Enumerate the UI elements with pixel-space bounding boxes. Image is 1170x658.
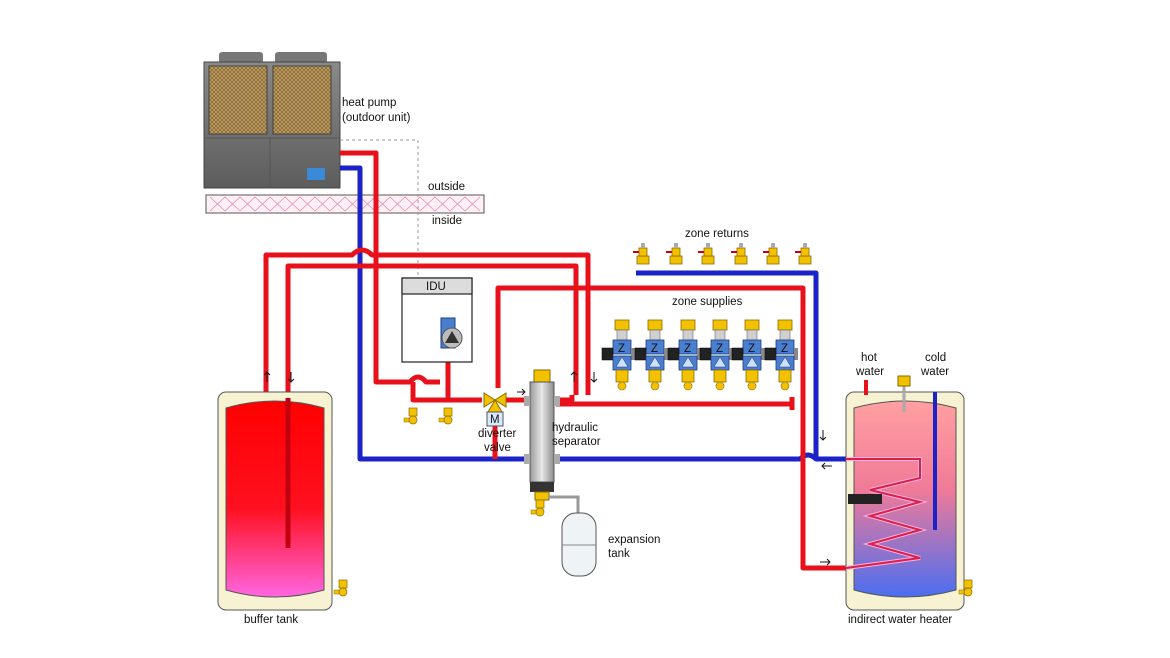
zone-return-valve bbox=[665, 242, 683, 265]
zone-return-valve bbox=[632, 242, 650, 265]
exterior-wall bbox=[205, 194, 485, 214]
svg-text:Z: Z bbox=[684, 343, 691, 355]
zone-supply-loop-pipe bbox=[495, 285, 806, 459]
svg-text:(outdoor unit): (outdoor unit) bbox=[342, 112, 411, 124]
separator-drain-valve bbox=[530, 499, 545, 517]
svg-text:Z: Z bbox=[781, 343, 788, 355]
hydraulic-separator bbox=[524, 369, 560, 501]
control-wire bbox=[340, 139, 419, 278]
flow-arrows bbox=[263, 371, 832, 566]
hydraulic-separator-label: hydraulic separator bbox=[552, 422, 601, 448]
expansion-tank-label: expansion tank bbox=[608, 534, 660, 560]
svg-text:cold: cold bbox=[925, 352, 946, 364]
hot-water-label: hot water bbox=[855, 352, 884, 378]
svg-text:Z: Z bbox=[618, 343, 625, 355]
svg-text:hydraulic: hydraulic bbox=[552, 422, 598, 434]
svg-text:valve: valve bbox=[484, 442, 511, 454]
svg-text:water: water bbox=[920, 366, 949, 378]
buffer-tank-supply-pipe bbox=[263, 247, 591, 395]
zone-return-header-pipe bbox=[636, 270, 846, 462]
svg-text:Z: Z bbox=[748, 343, 755, 355]
buffer-tank-drain-valve bbox=[333, 579, 348, 597]
cold-water-label: cold water bbox=[920, 352, 949, 378]
diverter-valve: M bbox=[483, 392, 507, 427]
indirect-water-heater-label: indirect water heater bbox=[848, 614, 952, 626]
indoor-unit-idu: IDU bbox=[401, 277, 473, 363]
zone-returns-label: zone returns bbox=[685, 228, 749, 240]
heat-pump-supply-pipe bbox=[340, 150, 440, 385]
svg-text:Z: Z bbox=[651, 343, 658, 355]
zone-return-valve bbox=[794, 242, 812, 265]
heat-pump-return-pipe bbox=[340, 165, 527, 462]
zone-return-valve bbox=[762, 242, 780, 265]
zone-return-valve bbox=[730, 242, 748, 265]
idu-drain-valve-right bbox=[438, 407, 453, 425]
diverter-motor-label: M bbox=[490, 414, 500, 426]
svg-text:expansion: expansion bbox=[608, 534, 660, 546]
idu-bypass-pipe bbox=[410, 382, 448, 403]
svg-text:water: water bbox=[855, 366, 884, 378]
svg-text:heat pump: heat pump bbox=[342, 97, 396, 109]
buffer-tank bbox=[217, 391, 333, 611]
outside-label: outside bbox=[428, 181, 465, 193]
svg-text:Z: Z bbox=[716, 343, 723, 355]
heat-pump-label: heat pump (outdoor unit) bbox=[342, 97, 411, 124]
idu-drain-valve-left bbox=[403, 407, 418, 425]
idu-label: IDU bbox=[426, 281, 446, 293]
zone-supplies-label: zone supplies bbox=[672, 296, 743, 308]
buffer-tank-label: buffer tank bbox=[244, 614, 298, 626]
zone-return-valves bbox=[632, 242, 812, 265]
zone-return-valve bbox=[697, 242, 715, 265]
svg-text:separator: separator bbox=[552, 436, 601, 448]
zone-supply-valves: Z Z Z Z Z Z bbox=[601, 319, 799, 391]
svg-text:tank: tank bbox=[608, 548, 630, 560]
idu-circulator bbox=[440, 317, 463, 349]
svg-text:diverter: diverter bbox=[478, 428, 517, 440]
heat-pump-outdoor-unit bbox=[203, 52, 341, 189]
indirect-water-heater bbox=[845, 375, 965, 611]
svg-text:hot: hot bbox=[861, 352, 878, 364]
main-return-pipe bbox=[556, 452, 818, 462]
diverter-valve-label: diverter valve bbox=[478, 428, 517, 454]
expansion-tank bbox=[561, 512, 597, 577]
inside-label: inside bbox=[432, 215, 462, 227]
dhw-coil-feed-pipe bbox=[800, 459, 846, 571]
